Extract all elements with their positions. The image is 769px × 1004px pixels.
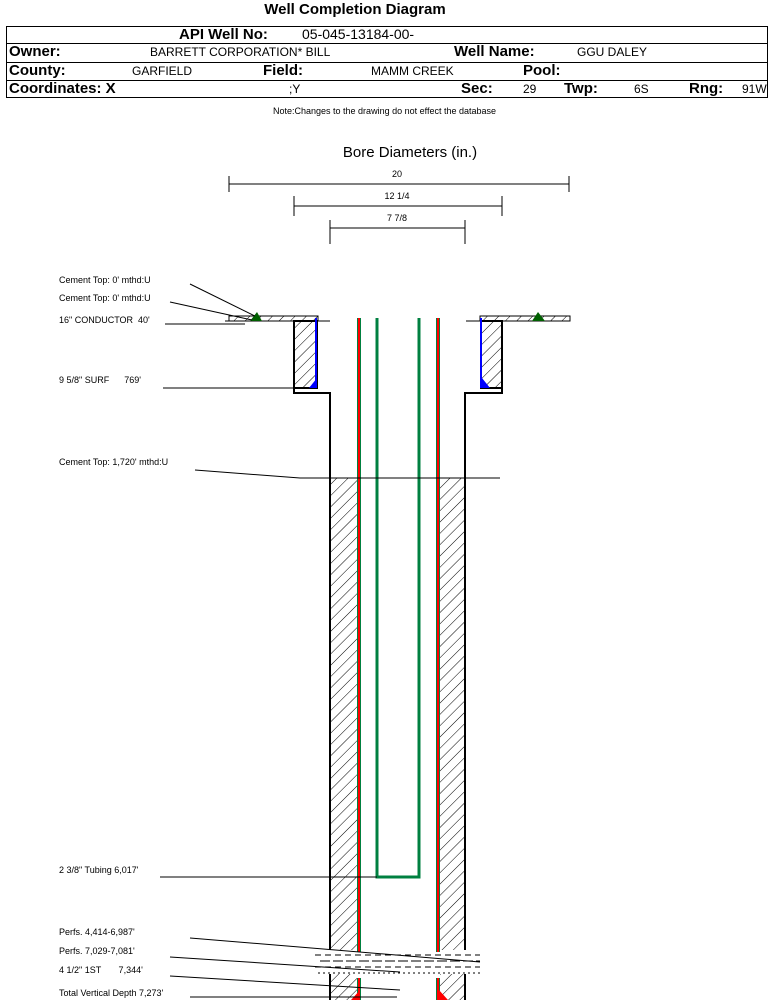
- sec-label: Sec:: [461, 80, 493, 97]
- owner-row: Owner: BARRETT CORPORATION* BILL Well Na…: [7, 43, 767, 63]
- label-conductor: 16" CONDUCTOR 40': [59, 315, 150, 325]
- note-text: Note:Changes to the drawing do not effec…: [273, 106, 496, 116]
- well-header-table: API Well No: 05-045-13184-00- Owner: BAR…: [6, 26, 768, 98]
- county-row: County: GARFIELD Field: MAMM CREEK Pool:: [7, 62, 767, 81]
- bore-title: Bore Diameters (in.): [343, 144, 477, 161]
- dimension-lines: [228, 176, 570, 244]
- tubing: [375, 318, 421, 879]
- owner-label: Owner:: [9, 43, 61, 60]
- coords-y: ;Y: [289, 82, 301, 96]
- field-value: MAMM CREEK: [371, 64, 454, 78]
- rng-value: 91W: [742, 82, 767, 96]
- coords-row: Coordinates: X ;Y Sec: 29 Twp: 6S Rng: 9…: [7, 80, 767, 98]
- cement-left: [331, 478, 357, 1000]
- production-casing: [351, 318, 448, 1000]
- sec-value: 29: [523, 82, 537, 96]
- conductor: [225, 312, 571, 389]
- cement-top-marker: [532, 312, 545, 321]
- field-label: Field:: [263, 62, 303, 79]
- owner-value: BARRETT CORPORATION* BILL: [150, 45, 331, 59]
- well-name-label: Well Name:: [454, 43, 535, 60]
- api-value: 05-045-13184-00-: [302, 26, 415, 42]
- label-perfs-2: Perfs. 7,029-7,081': [59, 946, 135, 956]
- twp-label: Twp:: [564, 80, 598, 97]
- cement-top-marker: [250, 312, 262, 321]
- well-name-value: GGU DALEY: [577, 45, 648, 59]
- county-value: GARFIELD: [132, 64, 193, 78]
- county-label: County:: [9, 62, 66, 79]
- bore-12-1-4: 12 1/4: [384, 191, 409, 201]
- label-cement-top-2: Cement Top: 0' mthd:U: [59, 293, 151, 303]
- bore-7-7-8: 7 7/8: [387, 213, 407, 223]
- bore-20: 20: [392, 169, 402, 179]
- surface-casing: [293, 388, 503, 1000]
- label-perfs-1: Perfs. 4,414-6,987': [59, 927, 135, 937]
- label-cement-top-3: Cement Top: 1,720' mthd:U: [59, 457, 168, 467]
- rng-label: Rng:: [689, 80, 724, 97]
- leader-lines: [160, 283, 500, 998]
- page-title: Well Completion Diagram: [264, 1, 446, 18]
- label-total-depth: Total Vertical Depth 7,273': [59, 988, 164, 998]
- label-tubing: 2 3/8" Tubing 6,017': [59, 865, 139, 875]
- api-row: API Well No: 05-045-13184-00-: [7, 26, 767, 44]
- label-production-casing: 4 1/2" 1ST 7,344': [59, 965, 143, 975]
- label-cement-top-1: Cement Top: 0' mthd:U: [59, 275, 151, 285]
- depth-labels: Cement Top: 0' mthd:U Cement Top: 0' mth…: [59, 275, 168, 998]
- pool-label: Pool:: [523, 62, 561, 79]
- api-label: API Well No:: [179, 26, 268, 43]
- coords-label: Coordinates: X: [9, 80, 116, 97]
- label-surface-casing: 9 5/8" SURF 769': [59, 375, 141, 385]
- cement-right: [440, 478, 465, 1000]
- twp-value: 6S: [634, 82, 649, 96]
